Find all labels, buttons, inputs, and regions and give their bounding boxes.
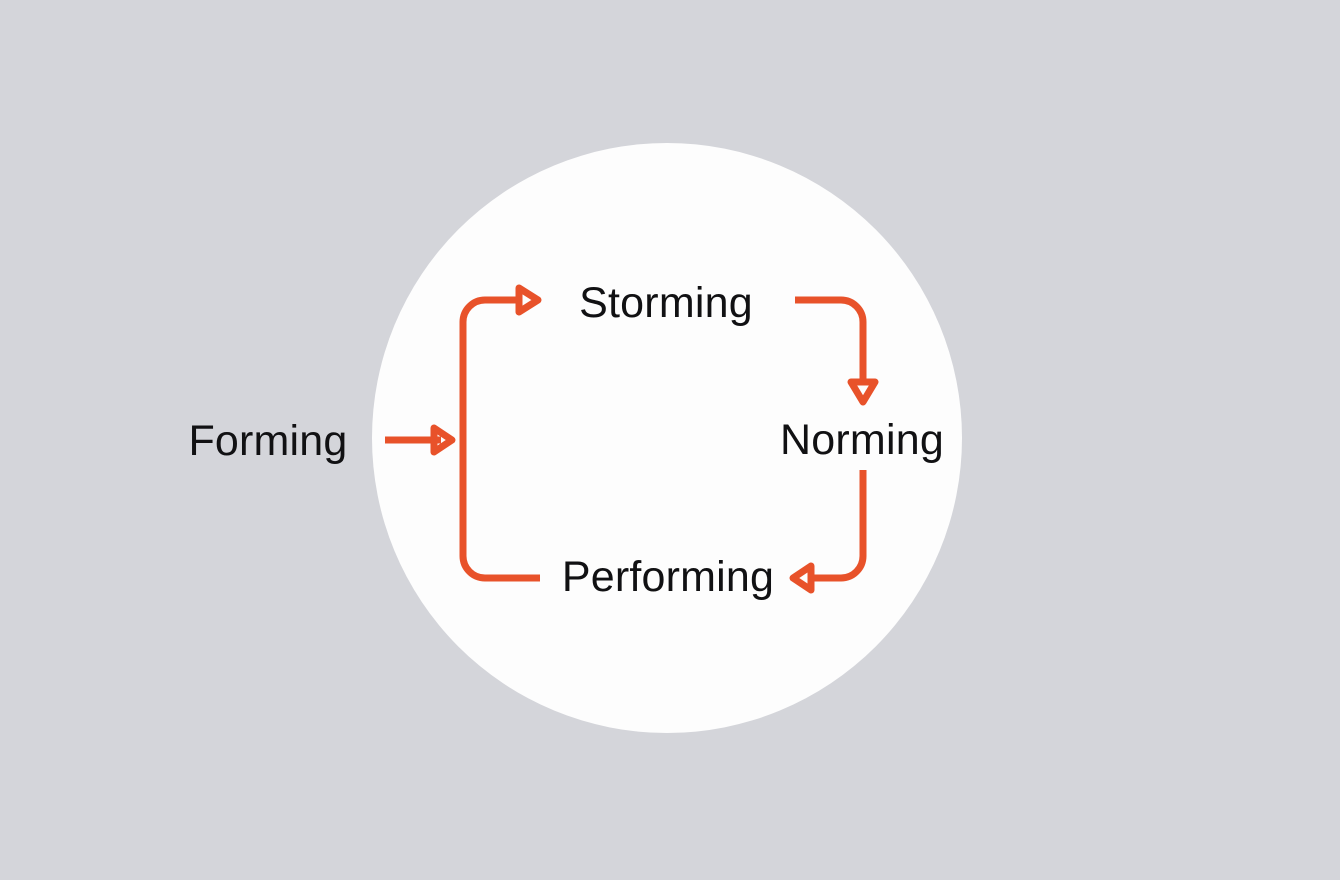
connector-storming-to-norming xyxy=(795,296,879,406)
entry-arrow-head-icon xyxy=(430,424,456,456)
connector-performing-to-storming xyxy=(459,284,542,582)
performing-arrow-head-icon xyxy=(789,562,815,594)
connector-forming-to-cycle xyxy=(385,424,456,456)
stage-label-storming: Storming xyxy=(579,279,753,327)
connector-norming-to-performing xyxy=(789,470,867,594)
stage-label-norming: Norming xyxy=(780,416,944,464)
storming-to-norming-path xyxy=(795,296,867,385)
left-riser-path xyxy=(459,296,540,582)
norming-arrow-head-icon xyxy=(847,378,879,406)
norming-to-performing-path xyxy=(808,470,867,582)
stage-label-performing: Performing xyxy=(562,553,774,601)
storming-arrow-head-icon xyxy=(515,284,542,316)
stage-label-forming: Forming xyxy=(188,417,347,465)
